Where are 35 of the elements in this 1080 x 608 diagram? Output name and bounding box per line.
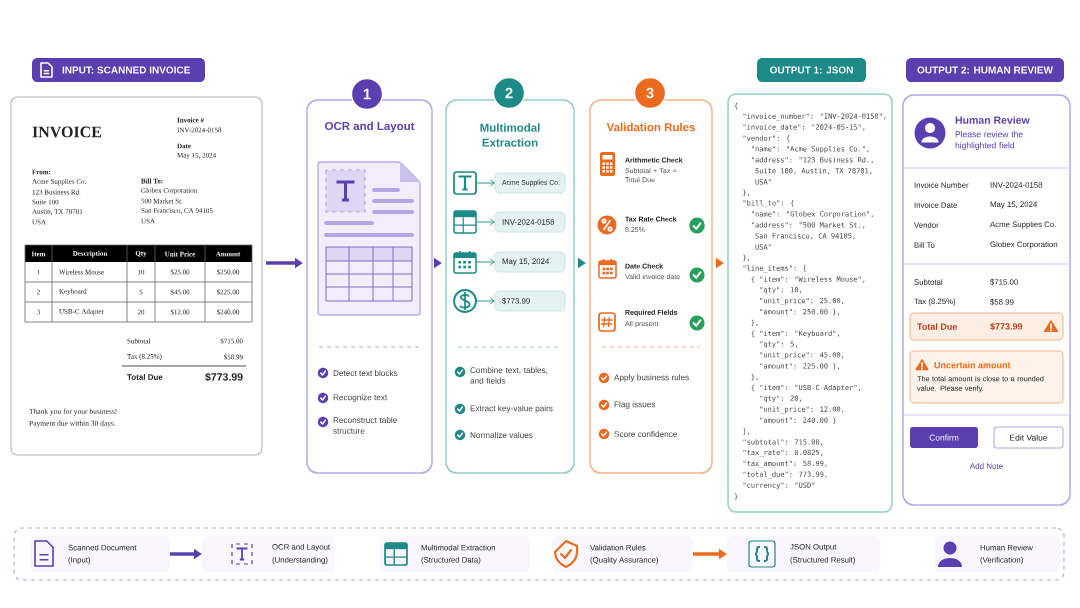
add-note-link: Add Note <box>969 463 1003 469</box>
checklist-item: Reconstruct table structure <box>317 416 397 434</box>
table-icon <box>453 210 477 234</box>
checklist-item: Extract key-value pairs <box>454 403 553 415</box>
edit-value-button: Edit Value <box>993 426 1064 449</box>
checklist-item: Recognize text <box>317 392 388 404</box>
invoice-text: $773.99 <box>205 372 243 382</box>
dollar-icon <box>453 289 477 313</box>
arrow <box>475 258 495 266</box>
arrow <box>475 297 495 305</box>
section-label: INPUT: SCANNED INVOICE <box>32 58 205 82</box>
calendar-icon <box>453 250 477 274</box>
checklist-item: Apply business rules <box>598 372 689 384</box>
card-subtitle: Please review the highlighted field <box>955 131 1023 150</box>
checklist-item: Flag issues <box>598 399 656 411</box>
checklist-item: Score confidence <box>598 428 677 440</box>
total-due-row: Total Due $773.99 <box>909 312 1064 341</box>
card-title: Human Review <box>955 116 1030 124</box>
step-badge: 1 <box>350 77 384 111</box>
checklist-item: Combine text, tables, and fields <box>454 366 548 384</box>
invoice-title: INVOICE <box>32 126 102 138</box>
checklist-item: Normalize values <box>454 429 533 441</box>
code-panel <box>727 93 893 513</box>
step-badge: 3 <box>633 76 667 110</box>
confirm-button: Confirm <box>910 427 978 448</box>
legend-band <box>13 527 1065 581</box>
invoice-page <box>10 96 263 456</box>
arrow <box>475 218 495 226</box>
text-icon <box>453 171 477 195</box>
checklist-item: Detect text blocks <box>317 367 398 379</box>
step-badge: 2 <box>492 76 526 110</box>
invoice-text: Total Due <box>127 374 163 380</box>
section-label: OUTPUT 2: HUMAN REVIEW <box>906 58 1064 82</box>
arrow <box>475 179 495 187</box>
section-label: OUTPUT 1: JSON <box>757 58 866 82</box>
